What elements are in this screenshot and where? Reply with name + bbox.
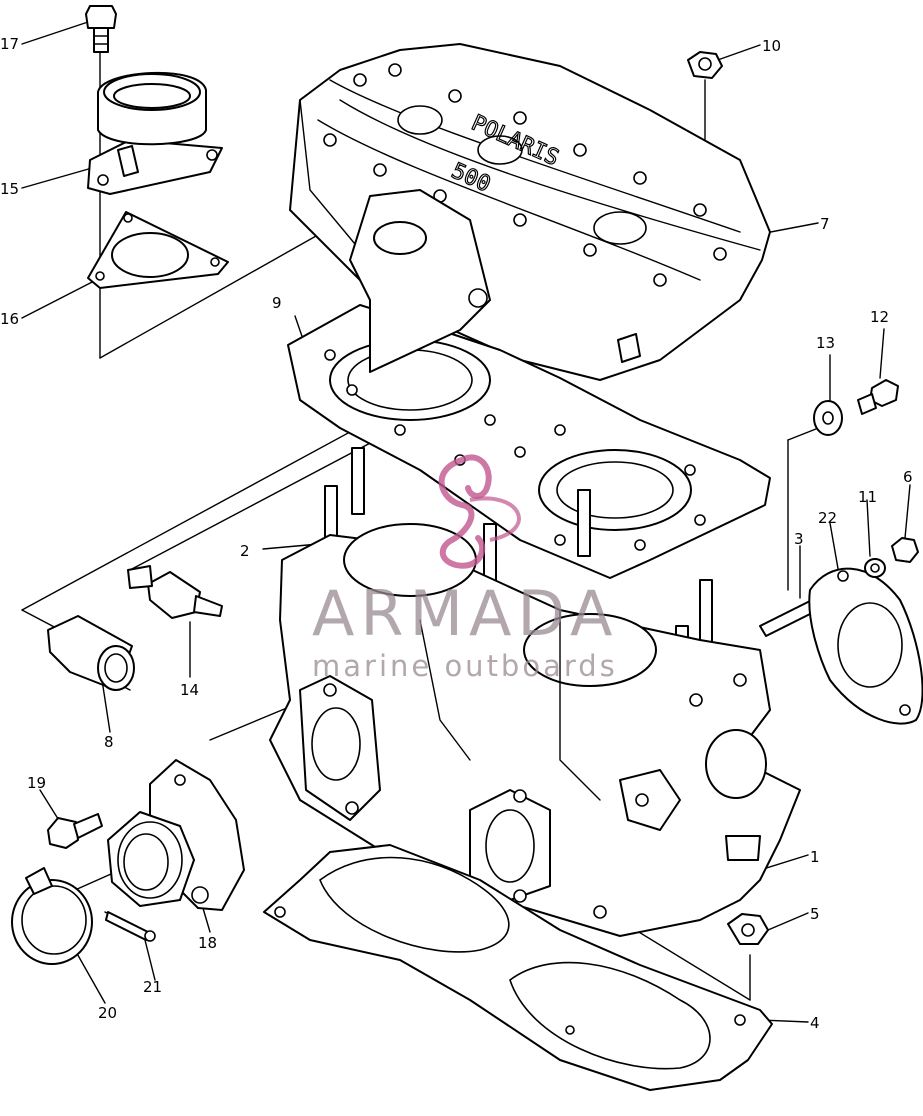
leader-lines <box>21 21 911 1023</box>
callout-12: 12 <box>870 308 889 326</box>
callout-2: 2 <box>240 542 250 560</box>
callout-15: 15 <box>0 180 19 198</box>
part-16-gasket <box>87 211 229 289</box>
part-12-bolt <box>857 379 899 415</box>
callout-11: 11 <box>858 488 877 506</box>
callout-22: 22 <box>818 509 837 527</box>
part-10-nut <box>687 51 723 79</box>
part-21-screw <box>105 911 156 942</box>
part-17-bolt <box>85 5 117 53</box>
callout-1: 1 <box>810 848 820 866</box>
water-passage-tube <box>349 189 491 373</box>
callout-10: 10 <box>762 37 781 55</box>
part-14-sensor <box>127 565 223 619</box>
callout-7: 7 <box>820 215 830 233</box>
callout-19: 19 <box>27 774 46 792</box>
callout-21: 21 <box>143 978 162 996</box>
callout-13: 13 <box>816 334 835 352</box>
part-5-nut <box>727 913 769 945</box>
part-19-bolt <box>47 813 103 849</box>
callout-17: 17 <box>0 35 19 53</box>
part-13-washer <box>813 400 843 436</box>
part-18-intake-manifold <box>107 759 245 911</box>
part-4-base-gasket <box>263 844 773 1091</box>
watermark-tagline: marine outboards <box>312 649 618 683</box>
part-15-water-outlet <box>87 71 223 195</box>
callout-20: 20 <box>98 1004 117 1022</box>
callout-5: 5 <box>810 905 820 923</box>
part-1-cylinder-block <box>269 523 801 937</box>
part-22-gasket <box>808 567 923 725</box>
part-20-clamp <box>11 867 93 965</box>
part-11-washer <box>864 558 886 578</box>
callout-14: 14 <box>180 681 199 699</box>
part-8-sleeve <box>47 615 135 691</box>
callout-9: 9 <box>272 294 282 312</box>
watermark-name: ARMADA <box>312 577 618 650</box>
callout-labels: 1 2 3 4 5 6 7 8 9 10 11 12 13 14 15 16 1… <box>0 35 913 1032</box>
callout-4: 4 <box>810 1014 820 1032</box>
callout-3: 3 <box>794 530 804 548</box>
callout-18: 18 <box>198 934 217 952</box>
callout-16: 16 <box>0 310 19 328</box>
callout-8: 8 <box>104 733 114 751</box>
part-6-nut <box>891 537 919 563</box>
watermark-logo <box>438 454 521 569</box>
callout-6: 6 <box>903 468 913 486</box>
